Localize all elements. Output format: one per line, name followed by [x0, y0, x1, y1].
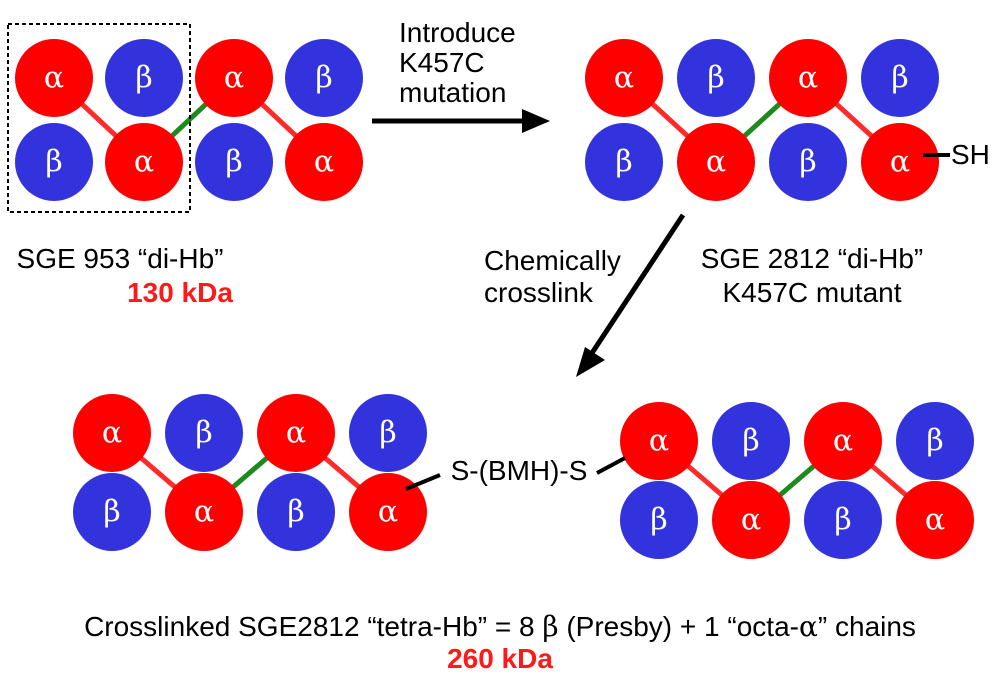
alpha-subunit	[861, 123, 939, 201]
alpha-symbol: α	[614, 61, 634, 96]
tetramer-outline-box	[7, 23, 191, 213]
alpha-symbol: α	[798, 61, 818, 96]
beta-subunit	[73, 473, 151, 551]
alpha-symbol: α	[194, 495, 214, 530]
beta-symbol: β	[195, 416, 212, 451]
alpha-subunit	[585, 39, 663, 117]
alpha-subunit	[15, 39, 93, 117]
alpha-subunit	[804, 402, 882, 480]
beta-subunit	[165, 394, 243, 472]
sge953-molecule: α β α β β α β α	[15, 39, 363, 201]
beta-subunit	[769, 123, 847, 201]
beta-symbol: β	[834, 503, 851, 538]
alpha-symbol: α	[102, 416, 122, 451]
alpha-symbol: α	[706, 145, 726, 180]
arrow1-label-line2: K457C	[399, 47, 485, 78]
beta-subunit	[257, 473, 335, 551]
beta-subunit	[285, 39, 363, 117]
alpha-subunit	[769, 39, 847, 117]
alpha-symbol: α	[649, 424, 669, 459]
beta-symbol: β	[315, 61, 332, 96]
alpha-symbol: α	[44, 61, 64, 96]
beta-subunit	[105, 39, 183, 117]
alpha-subunit	[285, 123, 363, 201]
caption-part-1: Crosslinked SGE2812 “tetra-Hb” = 8	[84, 611, 542, 642]
alpha-subunit	[165, 473, 243, 551]
beta-symbol: β	[650, 503, 667, 538]
alpha-symbol: α	[833, 424, 853, 459]
caption-beta-symbol: β	[542, 610, 558, 643]
beta-subunit	[15, 123, 93, 201]
beta-subunit	[804, 481, 882, 559]
tetra-hb-right-unit: α β α β β α β α	[620, 402, 974, 559]
beta-subunit	[195, 123, 273, 201]
beta-symbol: β	[103, 495, 120, 530]
beta-subunit	[861, 39, 939, 117]
beta-symbol: β	[891, 61, 908, 96]
alpha-symbol: α	[224, 61, 244, 96]
crosslink-arrow	[576, 213, 686, 377]
tetra-hb-left-unit: α β α β β α β α	[73, 394, 427, 551]
sge953-mass: 130 kDa	[127, 277, 233, 308]
alpha-symbol: α	[134, 145, 154, 180]
linker-bond-left	[405, 473, 441, 491]
alpha-subunit	[896, 481, 974, 559]
caption-part-3: ” chains	[818, 611, 916, 642]
sge953-label: SGE 953 “di-Hb”	[17, 243, 224, 274]
beta-symbol: β	[225, 145, 242, 180]
thiol-label: SH	[951, 139, 990, 170]
alpha-subunit	[712, 481, 790, 559]
linker-bond-right	[596, 456, 626, 475]
beta-symbol: β	[707, 61, 724, 96]
beta-symbol: β	[287, 495, 304, 530]
arrow1-label-line1: Introduce	[399, 17, 516, 48]
alpha-subunit	[349, 473, 427, 551]
caption-alpha-symbol: α	[799, 610, 818, 643]
alpha-subunit	[620, 402, 698, 480]
beta-symbol: β	[135, 61, 152, 96]
mutation-arrow	[372, 109, 550, 133]
beta-subunit	[677, 39, 755, 117]
arrow1-label-line3: mutation	[399, 77, 506, 108]
sge2812-mutant-label: K457C mutant	[723, 277, 902, 308]
bottom-caption: Crosslinked SGE2812 “tetra-Hb” = 8 β (Pr…	[84, 610, 916, 643]
arrow2-label-line2: crosslink	[484, 277, 594, 308]
beta-symbol: β	[45, 145, 62, 180]
alpha-subunit	[195, 39, 273, 117]
beta-symbol: β	[615, 145, 632, 180]
caption-part-2: (Presby) + 1 “octa-	[559, 611, 799, 642]
beta-symbol: β	[742, 424, 759, 459]
beta-subunit	[712, 402, 790, 480]
alpha-symbol: α	[890, 145, 910, 180]
beta-symbol: β	[926, 424, 943, 459]
alpha-symbol: α	[314, 145, 334, 180]
alpha-symbol: α	[925, 503, 945, 538]
linker-label: S-(BMH)-S	[451, 455, 588, 486]
bottom-mass: 260 kDa	[447, 643, 553, 674]
alpha-subunit	[105, 123, 183, 201]
alpha-symbol: α	[378, 495, 398, 530]
beta-symbol: β	[379, 416, 396, 451]
beta-subunit	[620, 481, 698, 559]
alpha-subunit	[73, 394, 151, 472]
alpha-subunit	[257, 394, 335, 472]
sge2812-label: SGE 2812 “di-Hb”	[701, 243, 924, 274]
beta-subunit	[896, 402, 974, 480]
arrow2-label-line1: Chemically	[484, 245, 621, 276]
sge2812-molecule: α β α β β α β α	[585, 39, 939, 201]
alpha-subunit	[677, 123, 755, 201]
alpha-symbol: α	[741, 503, 761, 538]
beta-symbol: β	[799, 145, 816, 180]
beta-subunit	[349, 394, 427, 472]
beta-subunit	[585, 123, 663, 201]
alpha-symbol: α	[286, 416, 306, 451]
